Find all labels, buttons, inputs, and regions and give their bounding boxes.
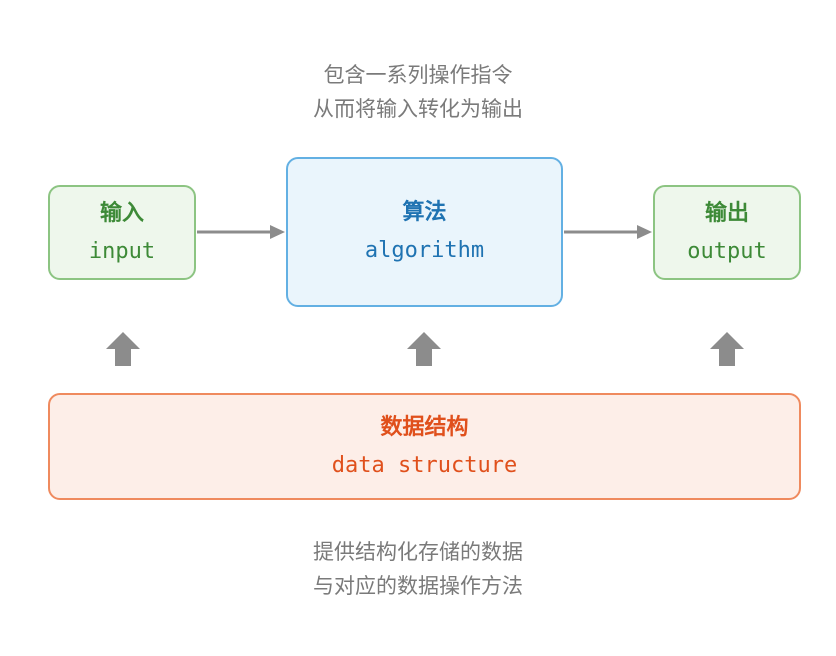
data-structure-title: 数据结构 xyxy=(380,414,469,440)
data-structure-box: 数据结构 data structure xyxy=(48,393,801,500)
input-box: 输入 input xyxy=(48,185,196,280)
algorithm-description: 包含一系列操作指令 从而将输入转化为输出 xyxy=(218,58,618,126)
output-title: 输出 xyxy=(704,200,749,226)
data-structure-description-line-2: 与对应的数据操作方法 xyxy=(313,574,523,598)
data-structure-subtitle: data structure xyxy=(331,452,518,478)
data-structure-description-line-1: 提供结构化存储的数据 xyxy=(313,540,523,564)
algorithm-subtitle: algorithm xyxy=(364,238,485,263)
algorithm-description-line-2: 从而将输入转化为输出 xyxy=(313,97,523,121)
input-title: 输入 xyxy=(99,200,144,226)
arrow-up-icon xyxy=(106,332,140,366)
algorithm-title: 算法 xyxy=(402,200,447,225)
arrow-up-icon xyxy=(407,332,441,366)
algorithm-description-line-1: 包含一系列操作指令 xyxy=(323,63,513,87)
algorithm-box: 算法 algorithm xyxy=(286,157,563,307)
input-subtitle: input xyxy=(88,238,156,264)
arrow-right-icon xyxy=(564,225,652,239)
arrow-right-icon xyxy=(197,225,285,239)
output-subtitle: output xyxy=(687,238,767,264)
output-box: 输出 output xyxy=(653,185,801,280)
data-structure-description: 提供结构化存储的数据 与对应的数据操作方法 xyxy=(218,535,618,603)
arrow-up-icon xyxy=(710,332,744,366)
